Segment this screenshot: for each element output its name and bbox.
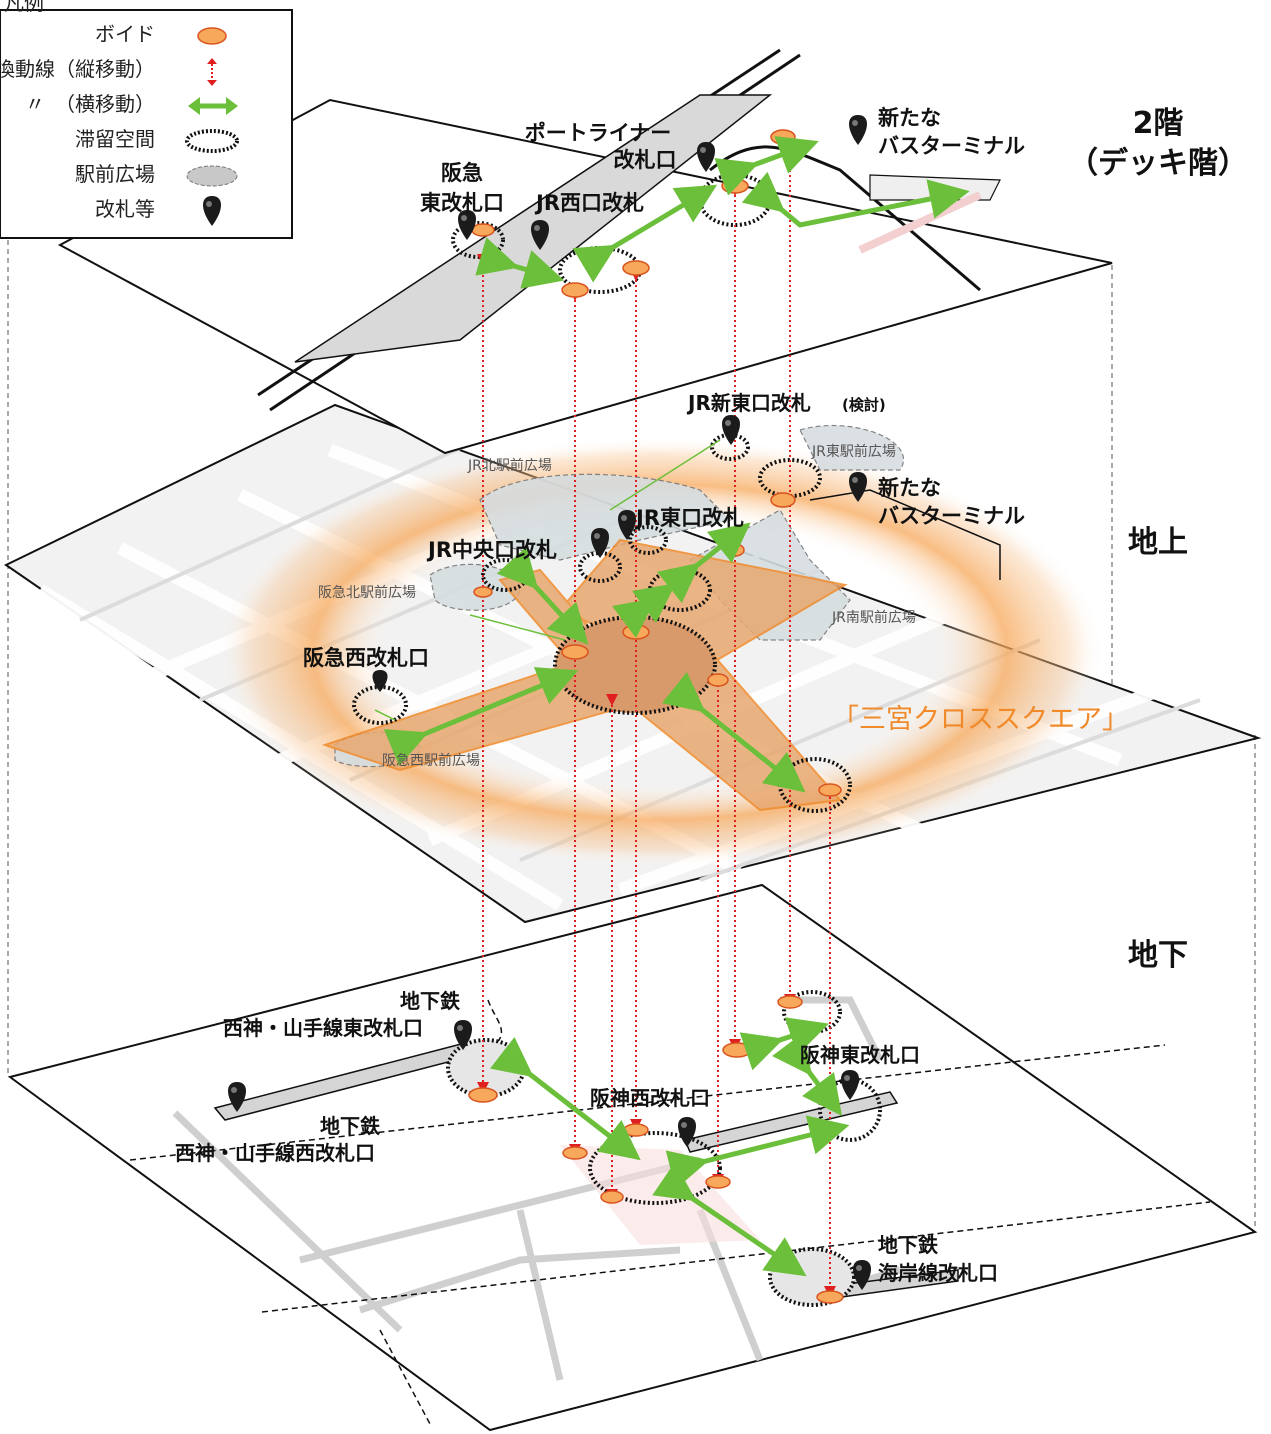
label-jr-central-gate: JR中央口改札 (426, 538, 557, 562)
level-guide-lines (7, 240, 1256, 1230)
label-subway-east-2: 西神・山手線東改札口 (223, 1016, 423, 1040)
ground-plane (4, 403, 1262, 924)
label-hankyu-east-2: 東改札口 (420, 191, 504, 215)
vertical-transfer-icon (207, 58, 217, 86)
label-subway-kaigan-1: 地下鉄 (878, 1233, 938, 1257)
legend-label-dwell: 滞留空間 (75, 127, 155, 151)
legend: 凡例 ボイド 乗換動線（縦移動） 〃 （横移動） 滞留空間 駅前広場 改札等 (0, 0, 293, 239)
void-icon (197, 27, 227, 45)
label-hankyu-west-gate: 阪急西改札口 (303, 646, 429, 670)
legend-title: 凡例 (4, 0, 44, 15)
label-deck-bus-2: バスターミナル (878, 134, 1025, 158)
label-hanshin-west: 阪神西改札口 (590, 1086, 710, 1110)
label-subway-west-1: 地下鉄 (320, 1114, 380, 1138)
label-jr-west: JR西口改札 (534, 191, 644, 215)
label-jr-new-east: JR新東口改札 (686, 391, 811, 415)
label-jr-new-east-note: (検討) (842, 396, 886, 414)
station-plaza-icon (186, 165, 238, 187)
label-jr-south-plaza: JR南駅前広場 (831, 609, 916, 626)
label-subway-west-2: 西神・山手線西改札口 (175, 1141, 375, 1165)
label-subway-kaigan-2: 海岸線改札口 (878, 1261, 998, 1285)
level-deck-title: 2階 (1133, 106, 1184, 141)
legend-label-vertical: 乗換動線（縦移動） (0, 57, 155, 81)
dwell-space-icon (185, 129, 239, 153)
gate-pins (228, 115, 871, 1290)
label-ground-bus-2: バスターミナル (878, 504, 1025, 528)
label-hankyu-east-1: 阪急 (441, 161, 483, 185)
label-jr-north-plaza: JR北駅前広場 (467, 457, 552, 474)
label-sannomiya-cross-square: 「三宮クロススクエア」 (832, 704, 1129, 735)
horizontal-transfer-arrows (383, 136, 970, 1277)
label-hankyu-west-plaza: 阪急西駅前広場 (382, 752, 480, 769)
ticket-gate-pin-icon (203, 196, 221, 226)
legend-label-horizontal: 〃 （横移動） (25, 92, 155, 116)
label-subway-east-1: 地下鉄 (400, 989, 460, 1013)
label-deck-bus-1: 新たな (878, 106, 941, 130)
legend-label-plaza: 駅前広場 (75, 162, 155, 186)
level-underground-title: 地下 (1128, 938, 1188, 973)
label-portliner-1: ポートライナー (525, 121, 672, 145)
label-portliner-2: 改札口 (614, 148, 677, 172)
label-hankyu-north-plaza: 阪急北駅前広場 (318, 584, 416, 601)
label-hanshin-east: 阪神東改札口 (800, 1043, 920, 1067)
label-jr-east-gate: JR東口改札 (634, 506, 744, 530)
legend-label-void: ボイド (95, 22, 155, 46)
level-deck-subtitle: （デッキ階） (1068, 146, 1248, 181)
level-ground-title: 地上 (1128, 525, 1188, 560)
label-ground-bus-1: 新たな (878, 476, 941, 500)
horizontal-transfer-icon (188, 97, 238, 115)
legend-label-gate: 改札等 (95, 197, 155, 221)
label-jr-east-plaza: JR東駅前広場 (811, 443, 896, 460)
